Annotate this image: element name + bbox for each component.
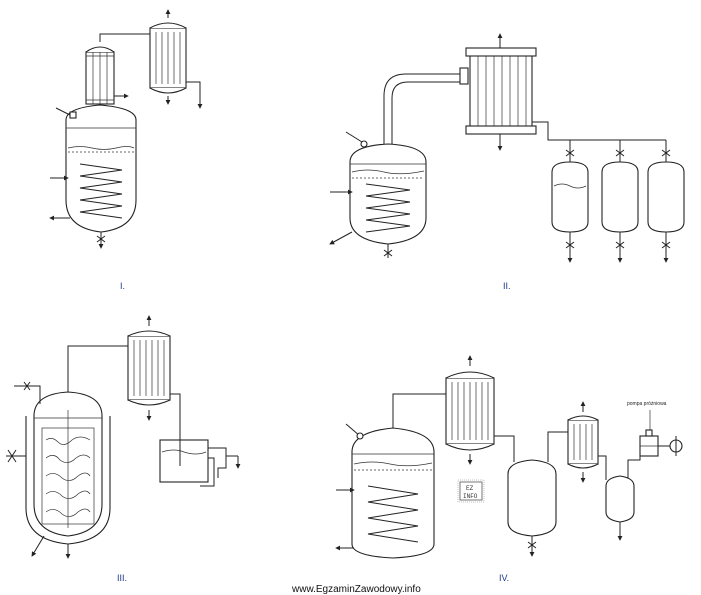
diagram-iv: pompa próżniowa EZ INFO IV. (335, 355, 683, 583)
condenser-iv-2 (567, 419, 599, 465)
receiver-tank-iii (159, 439, 209, 483)
diagram-ii: II. (329, 33, 685, 291)
condenser-ii (469, 51, 533, 131)
diagram-iii: III. (6, 315, 241, 583)
diagram-i: I. (49, 9, 203, 291)
diagram-ii-label: II. (503, 281, 511, 291)
diagram-i-label: I. (120, 281, 125, 291)
heating-coil-ii (365, 183, 411, 233)
source-watermark: www.EgzaminZawodowy.info (291, 584, 421, 595)
vapour-pipe-ii (383, 73, 462, 144)
receivers-ii (551, 161, 685, 233)
svg-text:INFO: INFO (463, 493, 478, 500)
svg-text:EZ: EZ (466, 485, 474, 492)
condenser-iii (127, 335, 171, 401)
heating-coil-iv (367, 485, 419, 543)
heating-coil-i (79, 163, 123, 219)
ez-info-stamp: EZ INFO (457, 479, 485, 503)
vacuum-pump-label: pompa próżniowa (627, 401, 667, 407)
reactor-vessel-ii (349, 143, 427, 245)
reactor-vessel-i (65, 104, 137, 233)
receiver-vessel-iv-2 (605, 475, 635, 523)
diagram-iv-label: IV. (499, 573, 509, 583)
vacuum-pump-iv (639, 410, 683, 457)
diagram-iii-label: III. (117, 573, 127, 583)
receiver-vessel-iv-1 (507, 459, 557, 537)
